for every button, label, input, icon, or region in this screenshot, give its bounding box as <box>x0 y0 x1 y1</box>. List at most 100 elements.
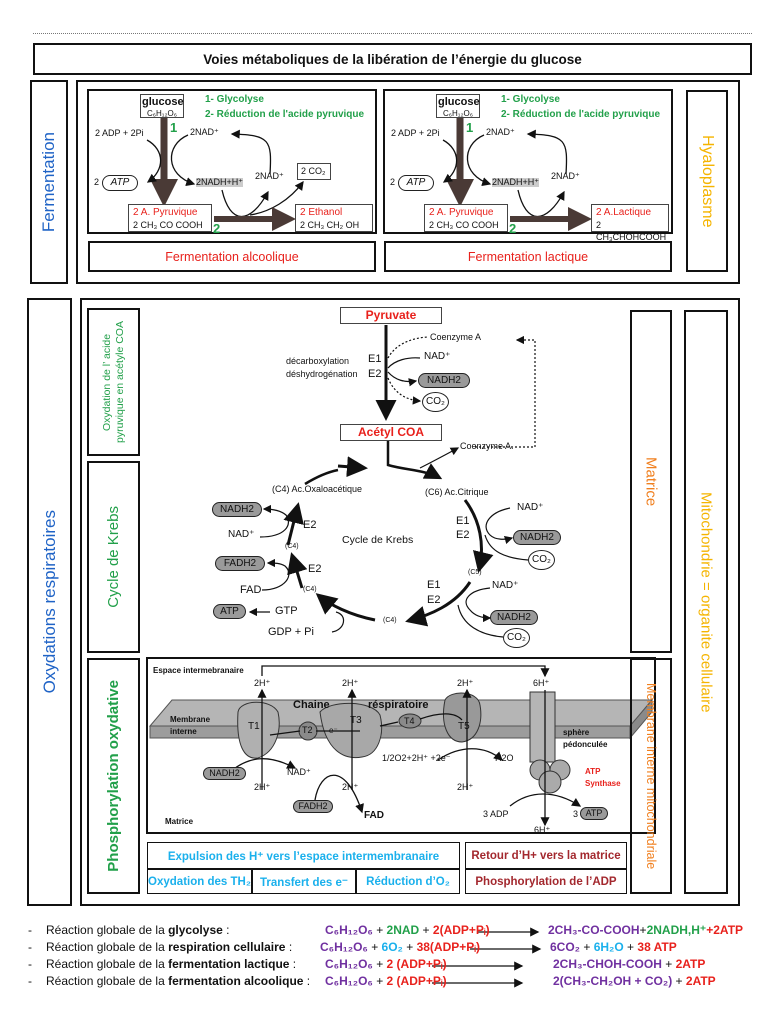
page-title: Voies métaboliques de la libération de l… <box>33 43 752 75</box>
equation-term: +2ATP <box>706 923 744 937</box>
krebs-arrows <box>248 325 536 638</box>
equation-reactants: C₆H₁₂O₆ + 2NAD + 2(ADP+Pᵢ) <box>325 923 490 937</box>
glucose-label: glucose <box>438 96 480 108</box>
atp-icon: ATP <box>398 175 434 191</box>
t2-label: T2 <box>302 725 313 735</box>
matrice-label: Matrice <box>630 310 672 653</box>
h2o-label: H2O <box>495 753 514 763</box>
equation-colon: : <box>303 974 311 988</box>
step-2: 2- Réduction de l'acide pyruvique <box>205 109 365 120</box>
adp-label: 3 ADP <box>483 809 509 819</box>
caption-fermentation-lactique: Fermentation lactique <box>384 241 672 272</box>
caption-fermentation-alcoolique: Fermentation alcoolique <box>88 241 376 272</box>
atp-pill: ATP <box>580 807 608 820</box>
cycle-krebs-label: Cycle de Krebs <box>342 534 414 546</box>
c4-label: (C4) <box>383 617 397 624</box>
equation-colon: : <box>285 940 293 954</box>
h-label: 2H⁺ <box>254 782 271 792</box>
pyruvique-label: 2 A. Pyruvique <box>133 207 198 218</box>
nadh2-pill: NADH2 <box>513 530 561 545</box>
equation-term: + <box>672 974 686 988</box>
equation-term: + <box>661 957 676 971</box>
atp-icon: ATP <box>102 175 138 191</box>
bullet-dash: - <box>28 940 32 954</box>
equation-term: + <box>639 923 647 937</box>
step-1: 1- Glycolyse <box>501 94 560 105</box>
fadh2-pill: FADH2 <box>215 556 265 571</box>
fermentation-lactique-arrows <box>383 89 673 234</box>
equation-term: + <box>367 940 382 954</box>
atp-count: 3 <box>573 809 579 819</box>
gdp-label: GDP + Pi <box>268 626 314 638</box>
equation-colon: : <box>222 923 230 937</box>
equation-term: 2ATP <box>675 957 706 971</box>
mitochondrie-label: Mitochondrie = organite cellulaire <box>684 310 728 894</box>
pedonculee-label: pédonculée <box>563 740 608 749</box>
fad-label: FAD <box>364 810 384 821</box>
step-2: 2- Réduction de l'acide pyruvique <box>501 109 661 120</box>
nad-right-label: 2NAD⁺ <box>551 171 580 181</box>
enzyme-e2: E2 <box>368 368 382 380</box>
pyruvique-label: 2 A. Pyruvique <box>429 207 494 218</box>
respiratoire-label: réspiratoire <box>368 699 429 711</box>
pyruvate-box: Pyruvate <box>340 307 442 324</box>
equation-colon: : <box>289 957 297 971</box>
h-label: 2H⁺ <box>254 678 271 688</box>
bullet-dash: - <box>28 974 32 988</box>
ethanol-label: 2 Ethanol <box>300 207 343 218</box>
cell-reduction: Réduction d’O₂ <box>356 869 460 894</box>
section-phosphorylation: Phosphorylation oxydative <box>87 658 140 894</box>
adp-label: 2 ADP + 2Pi <box>95 128 144 138</box>
cell-transfert: Transfert des e⁻ <box>252 869 356 894</box>
deshydrogenation: déshydrogénation <box>286 369 358 379</box>
coenzyme-a-2: Coenzyme A. <box>460 441 514 451</box>
nad-top-label: 2NAD⁺ <box>486 127 515 137</box>
co2-circle: CO₂ <box>528 550 555 570</box>
synthase-label: Synthase <box>585 779 621 788</box>
nadh-label: 2NADH+H⁺ <box>196 177 244 187</box>
equation-term: 38 ATP <box>637 940 677 954</box>
oxydations-label: Oxydations respiratoires <box>27 298 72 906</box>
nad-label: NAD⁺ <box>517 502 544 513</box>
decarboxylation: décarboxylation <box>286 356 350 366</box>
nad-label: NAD⁺ <box>424 351 451 362</box>
enzyme-e1: E1 <box>456 515 470 527</box>
co2-box: 2 CO₂ <box>297 163 331 180</box>
phosphorylation-diagram <box>146 657 656 834</box>
h6-label: 6H⁺ <box>534 825 551 835</box>
equation-term: 2(ADP+Pᵢ) <box>432 923 490 937</box>
bullet-dash: - <box>28 957 32 971</box>
equation-arrows <box>432 927 542 988</box>
enzyme-e1: E1 <box>427 579 441 591</box>
atp-count: 2 <box>390 177 396 187</box>
enzyme-e1: E1 <box>368 353 382 365</box>
glucose-label: glucose <box>142 96 184 108</box>
equation-term: + <box>372 957 387 971</box>
enzyme-e2: E2 <box>303 519 317 531</box>
co2-circle: CO₂ <box>503 628 530 648</box>
step-number-2: 2 <box>509 221 517 236</box>
h-label: 2H⁺ <box>457 678 474 688</box>
equation-term: 6O₂ <box>381 940 403 954</box>
lactique-label: 2 A.Lactique <box>596 207 652 218</box>
equation-name: glycolyse <box>168 923 223 937</box>
t3-label: T3 <box>350 715 362 726</box>
equation-term: + <box>623 940 638 954</box>
matrice-inner-label: Matrice <box>165 817 194 826</box>
t4-label: T4 <box>404 716 415 726</box>
equation-row: -Réaction globale de la respiration cell… <box>28 940 292 954</box>
equation-term: 2(CH₃-CH₂OH + CO₂) <box>553 974 673 988</box>
step-number-2: 2 <box>213 221 221 236</box>
atp-count: 2 <box>94 177 100 187</box>
equation-row: -Réaction globale de la fermentation alc… <box>28 974 310 988</box>
c4-label: (C4) <box>303 586 317 593</box>
equation-term: + <box>372 923 387 937</box>
nadh2-pill: NADH2 <box>203 767 246 780</box>
cell-phosphorylation: Phosphorylation de l’ADP <box>465 869 627 894</box>
equation-products: 2(CH₃-CH₂OH + CO₂) + 2ATP <box>553 974 716 988</box>
atp-pill: ATP <box>213 604 246 619</box>
